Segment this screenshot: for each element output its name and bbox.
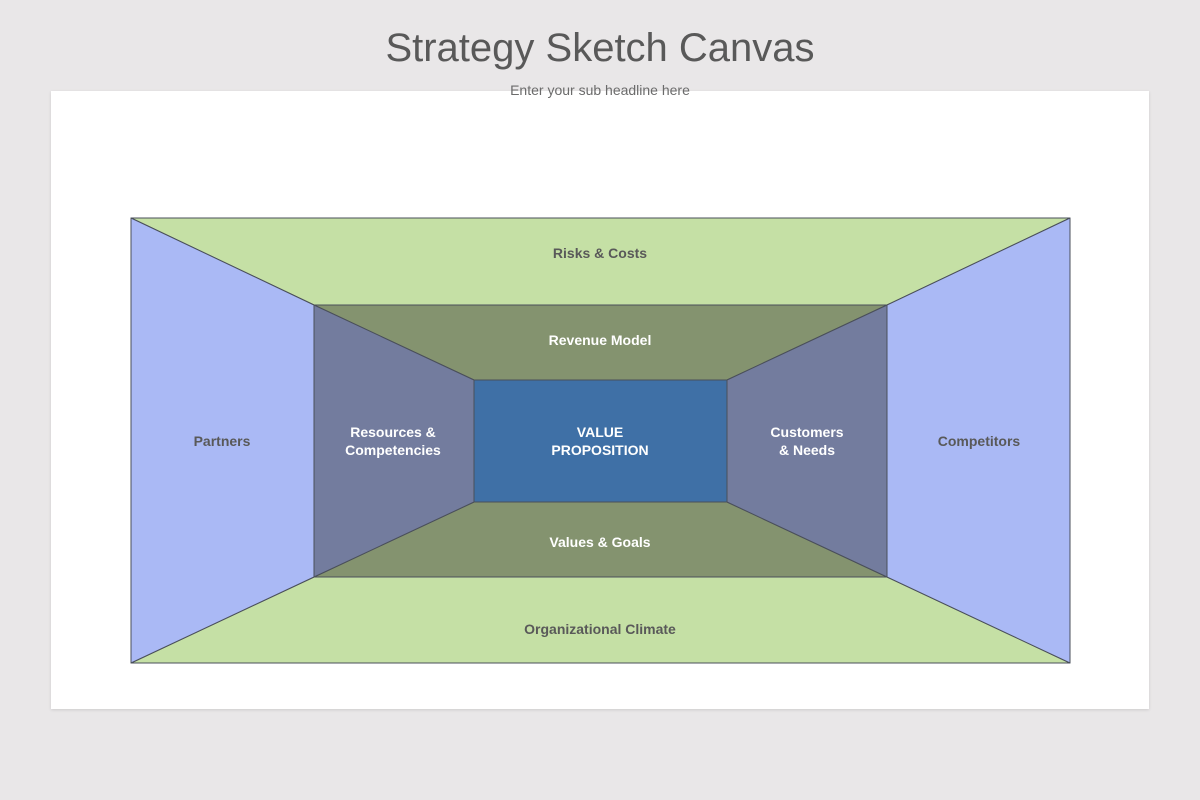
- value-proposition-box: [473, 379, 728, 503]
- organizational-climate-label: Organizational Climate: [524, 621, 676, 637]
- resources-label-line2: Competencies: [345, 442, 441, 458]
- value-proposition-label-line2: PROPOSITION: [551, 442, 648, 458]
- customers-label-line2: & Needs: [779, 442, 835, 458]
- value-proposition-label-line1: VALUE: [577, 424, 623, 440]
- revenue-model-label: Revenue Model: [549, 332, 652, 348]
- page-subtitle: Enter your sub headline here: [510, 82, 690, 98]
- resources-label-line1: Resources &: [350, 424, 436, 440]
- customers-label-line1: Customers: [770, 424, 843, 440]
- values-goals-label: Values & Goals: [549, 534, 650, 550]
- competitors-label: Competitors: [938, 433, 1021, 449]
- risks-costs-label: Risks & Costs: [553, 245, 647, 261]
- partners-label: Partners: [194, 433, 251, 449]
- page-title: Strategy Sketch Canvas: [385, 26, 815, 70]
